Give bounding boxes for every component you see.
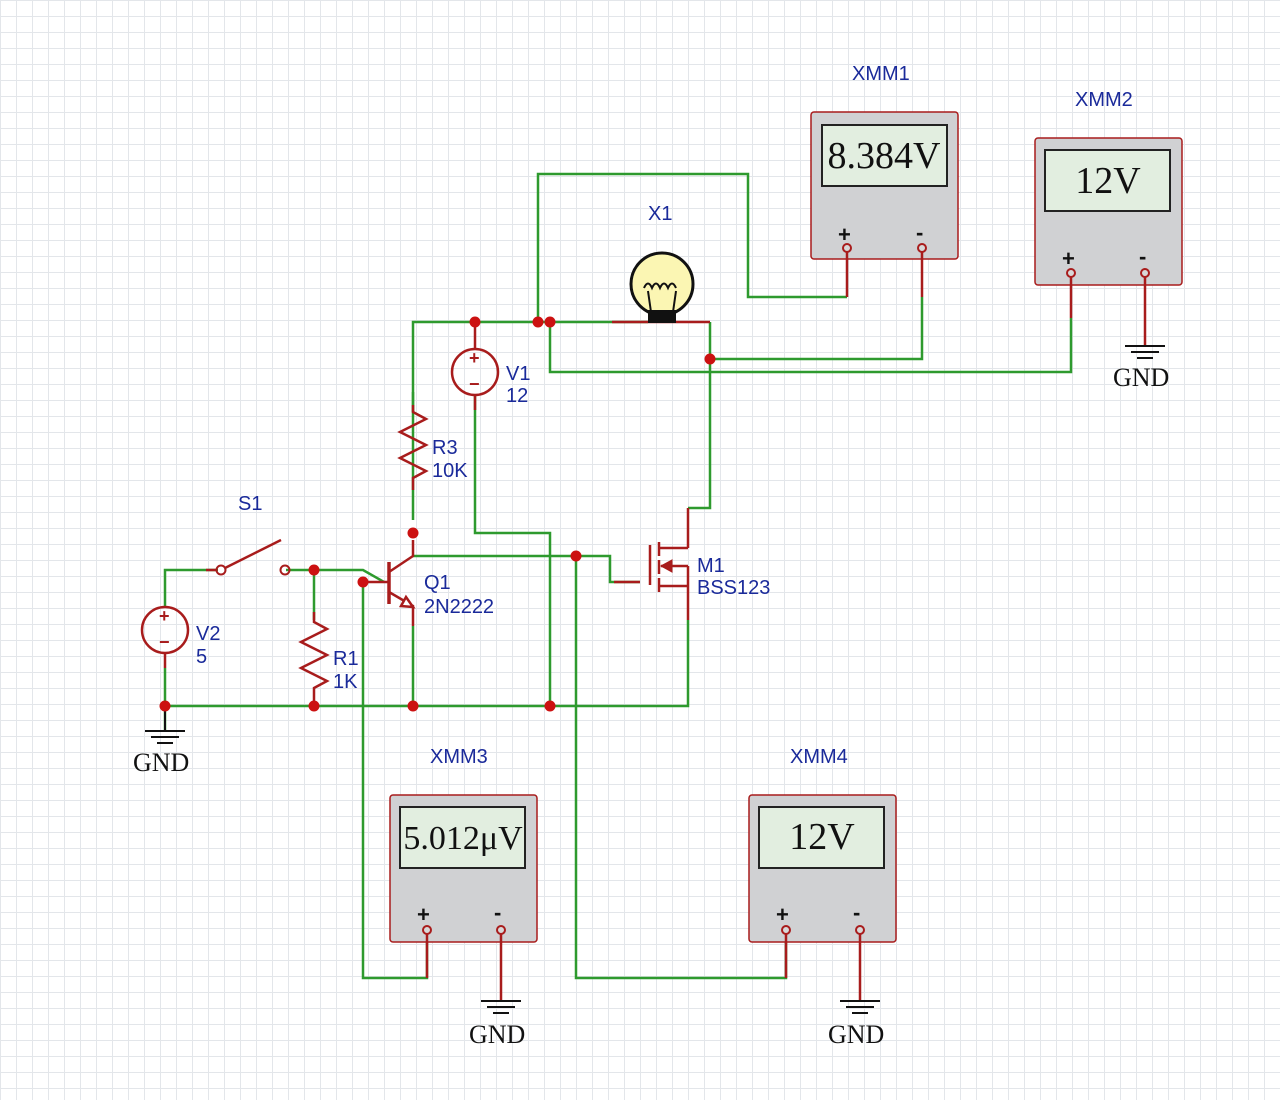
ground-xmm2: GND	[1113, 345, 1169, 392]
mosfet-m1[interactable]: M1 BSS123	[614, 508, 770, 620]
voltage-source-v1[interactable]: + − V1 12	[450, 322, 530, 410]
resistor-r1[interactable]: R1 1K	[298, 612, 359, 706]
xmm2-minus-terminal[interactable]	[1140, 268, 1150, 278]
xmm4-minus-terminal[interactable]	[855, 925, 865, 935]
r1-name-label: R1	[333, 648, 359, 670]
v2-plus-sign: +	[159, 606, 170, 626]
xmm3-minus-terminal[interactable]	[496, 925, 506, 935]
v2-minus-sign: −	[159, 632, 170, 652]
resistor-r3[interactable]: R3 10K	[397, 392, 468, 490]
switch-s1[interactable]: S1	[206, 493, 291, 576]
xmm1-reading: 8.384V	[828, 135, 942, 177]
xmm1-name-label: XMM1	[852, 63, 910, 85]
wire-xmm1-minus	[710, 297, 924, 361]
multimeter-xmm1[interactable]: XMM1 8.384V + -	[810, 63, 959, 297]
v1-value-label: 12	[506, 385, 528, 407]
junction-dot	[159, 700, 171, 712]
xmm4-plus-label: +	[776, 902, 789, 927]
v1-plus-sign: +	[469, 348, 480, 368]
ground-xmm2-label: GND	[1113, 363, 1169, 392]
multimeter-xmm4[interactable]: XMM4 12V + -	[748, 746, 897, 1000]
ground-xmm3-label: GND	[469, 1020, 525, 1049]
m1-name-label: M1	[697, 555, 725, 577]
ground-xmm3: GND	[469, 1000, 525, 1049]
xmm2-minus-label: -	[1139, 244, 1146, 269]
xmm2-plus-terminal[interactable]	[1066, 268, 1076, 278]
v2-value-label: 5	[196, 646, 207, 668]
r3-value-label: 10K	[432, 460, 468, 482]
r1-value-label: 1K	[333, 671, 358, 693]
junction-dot	[570, 550, 582, 562]
multimeter-xmm2[interactable]: XMM2 12V + -	[1034, 89, 1183, 345]
junction-dot	[704, 353, 716, 365]
xmm1-display	[821, 124, 948, 187]
xmm1-minus-terminal[interactable]	[917, 243, 927, 253]
wires	[163, 172, 1073, 980]
lamp-x1[interactable]: X1	[612, 203, 710, 324]
voltage-source-v2[interactable]: + − V2 5	[140, 605, 220, 730]
xmm2-display	[1044, 149, 1171, 212]
xmm4-name-label: XMM4	[790, 746, 848, 768]
junction-dot	[544, 700, 556, 712]
xmm3-name-label: XMM3	[430, 746, 488, 768]
xmm3-minus-label: -	[494, 900, 501, 925]
xmm4-minus-label: -	[853, 900, 860, 925]
xmm1-plus-terminal[interactable]	[842, 243, 852, 253]
xmm1-plus-label: +	[838, 222, 851, 247]
junction-dot	[357, 576, 369, 588]
v2-name-label: V2	[196, 623, 220, 645]
wire-bottom-rail	[165, 620, 690, 708]
xmm4-display	[758, 806, 885, 869]
ground-xmm4: GND	[828, 1000, 884, 1049]
junction-dot	[544, 316, 556, 328]
wire-lamp-drain	[688, 322, 712, 510]
ground-xmm4-label: GND	[828, 1020, 884, 1049]
wire-v2-switch	[163, 568, 218, 607]
xmm2-reading: 12V	[1075, 160, 1141, 202]
q1-name-label: Q1	[424, 572, 451, 594]
wire-top-rail	[411, 320, 648, 520]
junction-dot	[308, 564, 320, 576]
xmm4-plus-terminal[interactable]	[781, 925, 791, 935]
q1-model-label: 2N2222	[424, 596, 494, 618]
xmm1-minus-label: -	[916, 220, 923, 245]
transistor-q1[interactable]: Q1 2N2222	[363, 540, 494, 626]
xmm2-name-label: XMM2	[1075, 89, 1133, 111]
xmm3-reading: 5.012μV	[403, 820, 523, 857]
s1-name-label: S1	[238, 493, 262, 515]
wire-v1-minus	[473, 395, 552, 706]
r3-name-label: R3	[432, 437, 458, 459]
wire-switch-base	[286, 568, 385, 584]
xmm3-plus-terminal[interactable]	[422, 925, 432, 935]
x1-name-label: X1	[648, 203, 672, 225]
m1-model-label: BSS123	[697, 577, 770, 599]
wire-xmm2-plus	[548, 318, 1073, 374]
junctions	[159, 316, 716, 712]
xmm4-reading: 12V	[789, 816, 855, 858]
xmm2-plus-label: +	[1062, 246, 1075, 271]
ground-v2-label: GND	[133, 748, 189, 777]
wire-xmm1-plus	[536, 172, 847, 322]
junction-dot	[308, 700, 320, 712]
ground-v2: GND	[133, 706, 189, 777]
xmm3-plus-label: +	[417, 902, 430, 927]
junction-dot	[407, 527, 419, 539]
junction-dot	[407, 700, 419, 712]
xmm3-display	[399, 806, 526, 869]
junction-dot	[532, 316, 544, 328]
v1-minus-sign: −	[469, 374, 480, 394]
multimeter-xmm3[interactable]: XMM3 5.012μV + -	[389, 746, 538, 1000]
v1-name-label: V1	[506, 363, 530, 385]
junction-dot	[469, 316, 481, 328]
